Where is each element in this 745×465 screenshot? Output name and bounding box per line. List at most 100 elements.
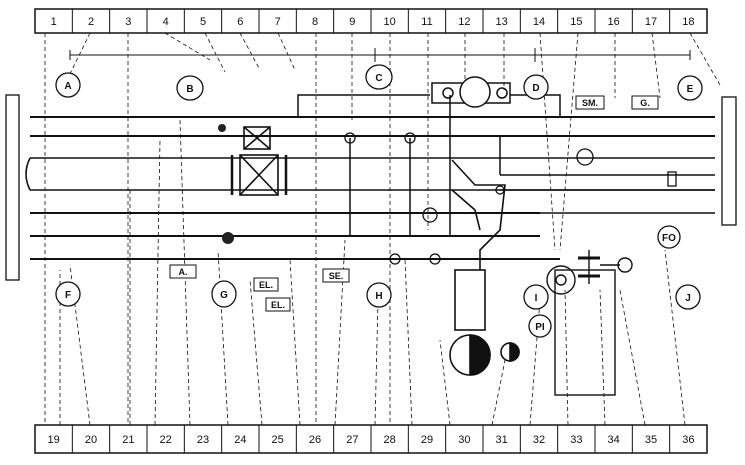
bottom-strip-cell: 34 [594, 425, 620, 453]
right-panel [721, 96, 737, 226]
bottom-strip-cell: 19 [48, 434, 60, 446]
circle-E: E [677, 75, 703, 101]
top-strip-number: 7 [275, 16, 281, 28]
circle-D: D [523, 74, 549, 100]
bottom-strip-cell: 31 [482, 425, 508, 453]
pipe-lines [25, 94, 715, 260]
bottom-strip-number: 23 [197, 434, 209, 446]
circle-PI: PI [528, 314, 552, 338]
tag-EL1: EL. [253, 277, 279, 292]
bottom-strip-number: 26 [309, 434, 321, 446]
fittings [344, 132, 677, 265]
hatch-mark-upper [218, 124, 226, 132]
top-strip-cell: 13 [482, 9, 508, 33]
top-strip-number: 1 [51, 16, 57, 28]
top-strip-number: 2 [88, 16, 94, 28]
bottom-strip-number: 33 [570, 434, 582, 446]
bottom-strip-number: 25 [272, 434, 284, 446]
bottom-strip-cell: 21 [109, 425, 134, 453]
bottom-strip-cell: 20 [71, 425, 97, 453]
top-strip-number: 6 [237, 16, 243, 28]
top-strip-number: 9 [349, 16, 355, 28]
top-strip-cell: 8 [295, 9, 318, 33]
left-panel [5, 94, 20, 281]
top-strip-cell: 3 [109, 9, 131, 33]
top-strip-number: 8 [312, 16, 318, 28]
bottom-strip-cell: 30 [445, 425, 470, 453]
circle-C: C [365, 64, 393, 90]
circle-G-label: G [220, 290, 228, 301]
top-strip-number: 4 [163, 16, 169, 28]
top-strip-cell: 5 [183, 9, 206, 33]
circle-J-label: J [685, 293, 691, 304]
tag-G-label: G. [640, 98, 650, 108]
bottom-strip-number: 27 [346, 434, 358, 446]
top-strip-cell: 1 [51, 16, 57, 28]
top-strip-cell: 11 [407, 9, 433, 33]
bottom-strip-number: 29 [421, 434, 433, 446]
bottom-strip-cell: 23 [183, 425, 209, 453]
top-strip-number: 3 [125, 16, 131, 28]
bottom-strip-number: 19 [48, 434, 60, 446]
tank-top [431, 76, 511, 108]
dimension-line [69, 48, 691, 62]
circle-G: G [211, 280, 237, 308]
bottom-strip-number: 28 [384, 434, 396, 446]
circle-E-label: E [687, 84, 694, 95]
circle-D-label: D [532, 83, 539, 94]
bottom-strip-cell: 25 [258, 425, 284, 453]
top-strip-cell: 12 [445, 9, 470, 33]
top-strip-cell: 6 [221, 9, 243, 33]
tag-boxes: SM. G. A. EL. EL. SE. [169, 95, 659, 312]
bottom-strip-cell: 36 [669, 425, 694, 453]
tag-SE: SE. [322, 268, 350, 283]
top-strip-cell: 17 [631, 9, 657, 33]
top-strip-cell: 18 [669, 9, 694, 33]
tag-EL1-label: EL. [259, 280, 273, 290]
circle-PI-label: PI [535, 322, 545, 333]
bottom-strip-cell: 32 [519, 425, 545, 453]
circle-FO: FO [657, 225, 681, 249]
circle-I-label: I [535, 293, 538, 304]
top-strip-number: 14 [533, 16, 545, 28]
instrument-circles: A B C D E F G H [55, 64, 703, 338]
top-strip-cell: 10 [370, 9, 396, 33]
tag-A: A. [169, 264, 197, 279]
top-strip-cell: 14 [519, 9, 545, 33]
hatch-mark-lower [222, 232, 234, 244]
bottom-strip-number: 32 [533, 434, 545, 446]
bottom-strip-number: 35 [645, 434, 657, 446]
bottom-strip-cell: 29 [407, 425, 433, 453]
circle-H-label: H [375, 291, 382, 302]
top-strip-number: 5 [200, 16, 206, 28]
top-strip-number: 11 [421, 16, 432, 28]
top-strip-number: 13 [496, 16, 508, 28]
tag-EL2-label: EL. [271, 300, 285, 310]
top-strip-cell: 15 [557, 9, 582, 33]
top-strip-cell: 9 [333, 9, 355, 33]
top-strip-cell: 7 [258, 9, 281, 33]
bottom-strip-cell: 26 [295, 425, 321, 453]
circle-H: H [366, 282, 392, 308]
bottom-strip-number: 34 [608, 434, 620, 446]
circle-F: F [55, 281, 81, 307]
tag-SM: SM. [575, 95, 605, 110]
tag-SM-label: SM. [582, 98, 598, 108]
top-strip-number: 10 [384, 16, 396, 28]
bottom-strip-cell: 33 [557, 425, 582, 453]
duct [449, 159, 520, 376]
bottom-strip-number: 24 [234, 434, 246, 446]
circle-C-label: C [375, 73, 382, 84]
top-strip-number: 15 [570, 16, 582, 28]
top-strip-cell: 2 [71, 9, 94, 33]
circle-B: B [176, 75, 204, 101]
circle-FO-label: FO [662, 233, 676, 244]
tag-SE-label: SE. [329, 271, 344, 281]
bottom-strip-cell: 28 [370, 425, 396, 453]
bottom-strip-cell: 27 [333, 425, 358, 453]
bottom-strip-number: 36 [682, 434, 694, 446]
bottom-strip-cell: 24 [221, 425, 246, 453]
